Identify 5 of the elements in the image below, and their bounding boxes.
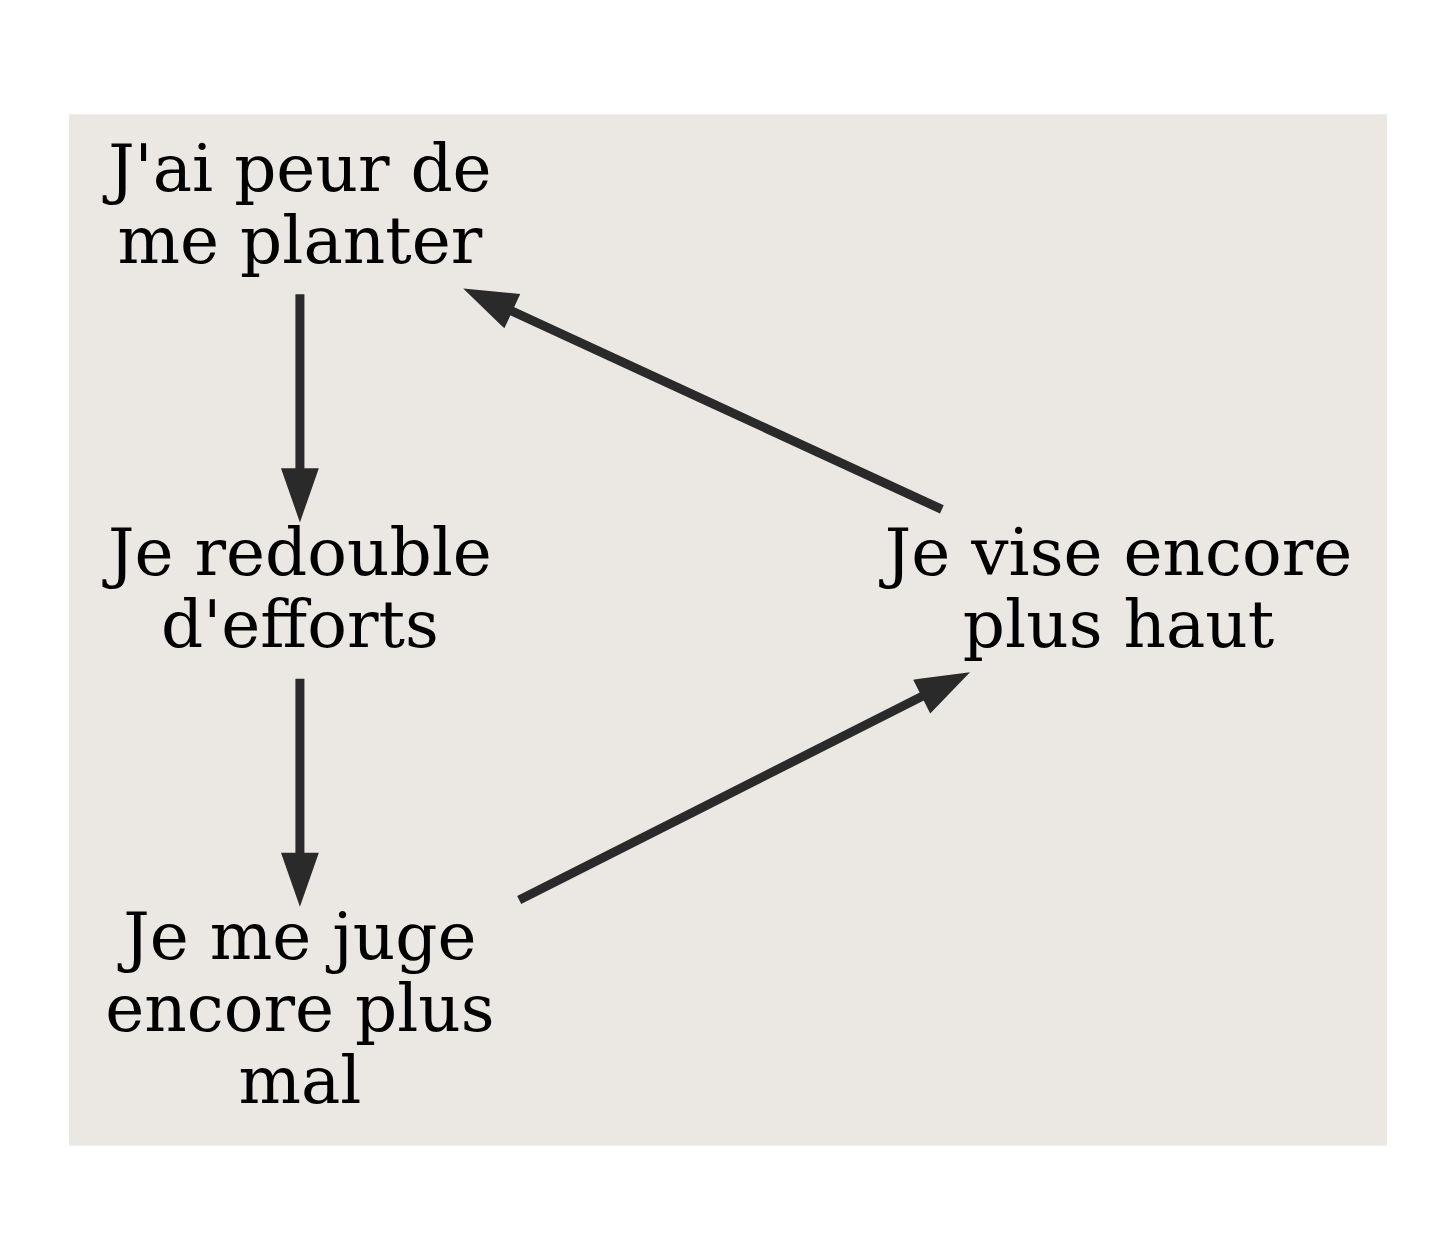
arrow (463, 288, 944, 514)
node-text: Je me juge encore plus mal (105, 897, 495, 1119)
arrow (280, 294, 319, 523)
arrow (280, 678, 319, 907)
arrow (517, 672, 970, 905)
